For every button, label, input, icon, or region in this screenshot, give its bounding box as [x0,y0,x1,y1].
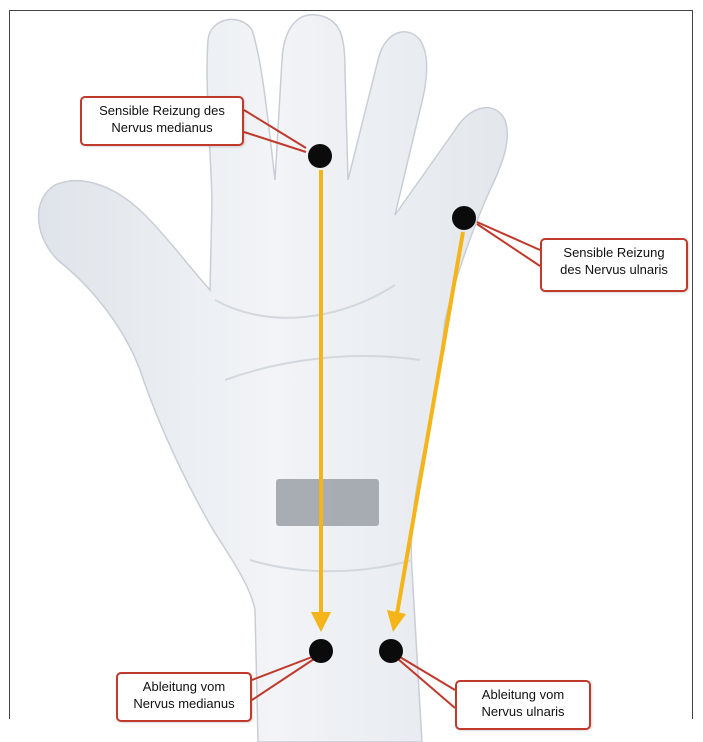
callout-text-line: Ableitung vom [124,678,244,695]
callout-text-line: Nervus ulnaris [463,703,583,720]
electrode-median-stimulation [308,144,332,168]
callout-text-line: Nervus medianus [88,119,236,136]
callout-ulnar-stimulation: Sensible Reizung des Nervus ulnaris [540,238,688,292]
electrode-median-recording [309,639,333,663]
callout-text-line: Sensible Reizung des [88,102,236,119]
callout-text-line: Nervus medianus [124,695,244,712]
callout-text-line: Ableitung vom [463,686,583,703]
recording-pad [276,479,379,526]
leader-ulnar-stimulation [477,222,540,266]
electrode-ulnar-stimulation [452,206,476,230]
callout-ulnar-recording: Ableitung vom Nervus ulnaris [455,680,591,730]
callout-text-line: Sensible Reizung [548,244,680,261]
electrode-ulnar-recording [379,639,403,663]
callout-text-line: des Nervus ulnaris [548,261,680,278]
callout-median-recording: Ableitung vom Nervus medianus [116,672,252,722]
callout-median-stimulation: Sensible Reizung des Nervus medianus [80,96,244,146]
